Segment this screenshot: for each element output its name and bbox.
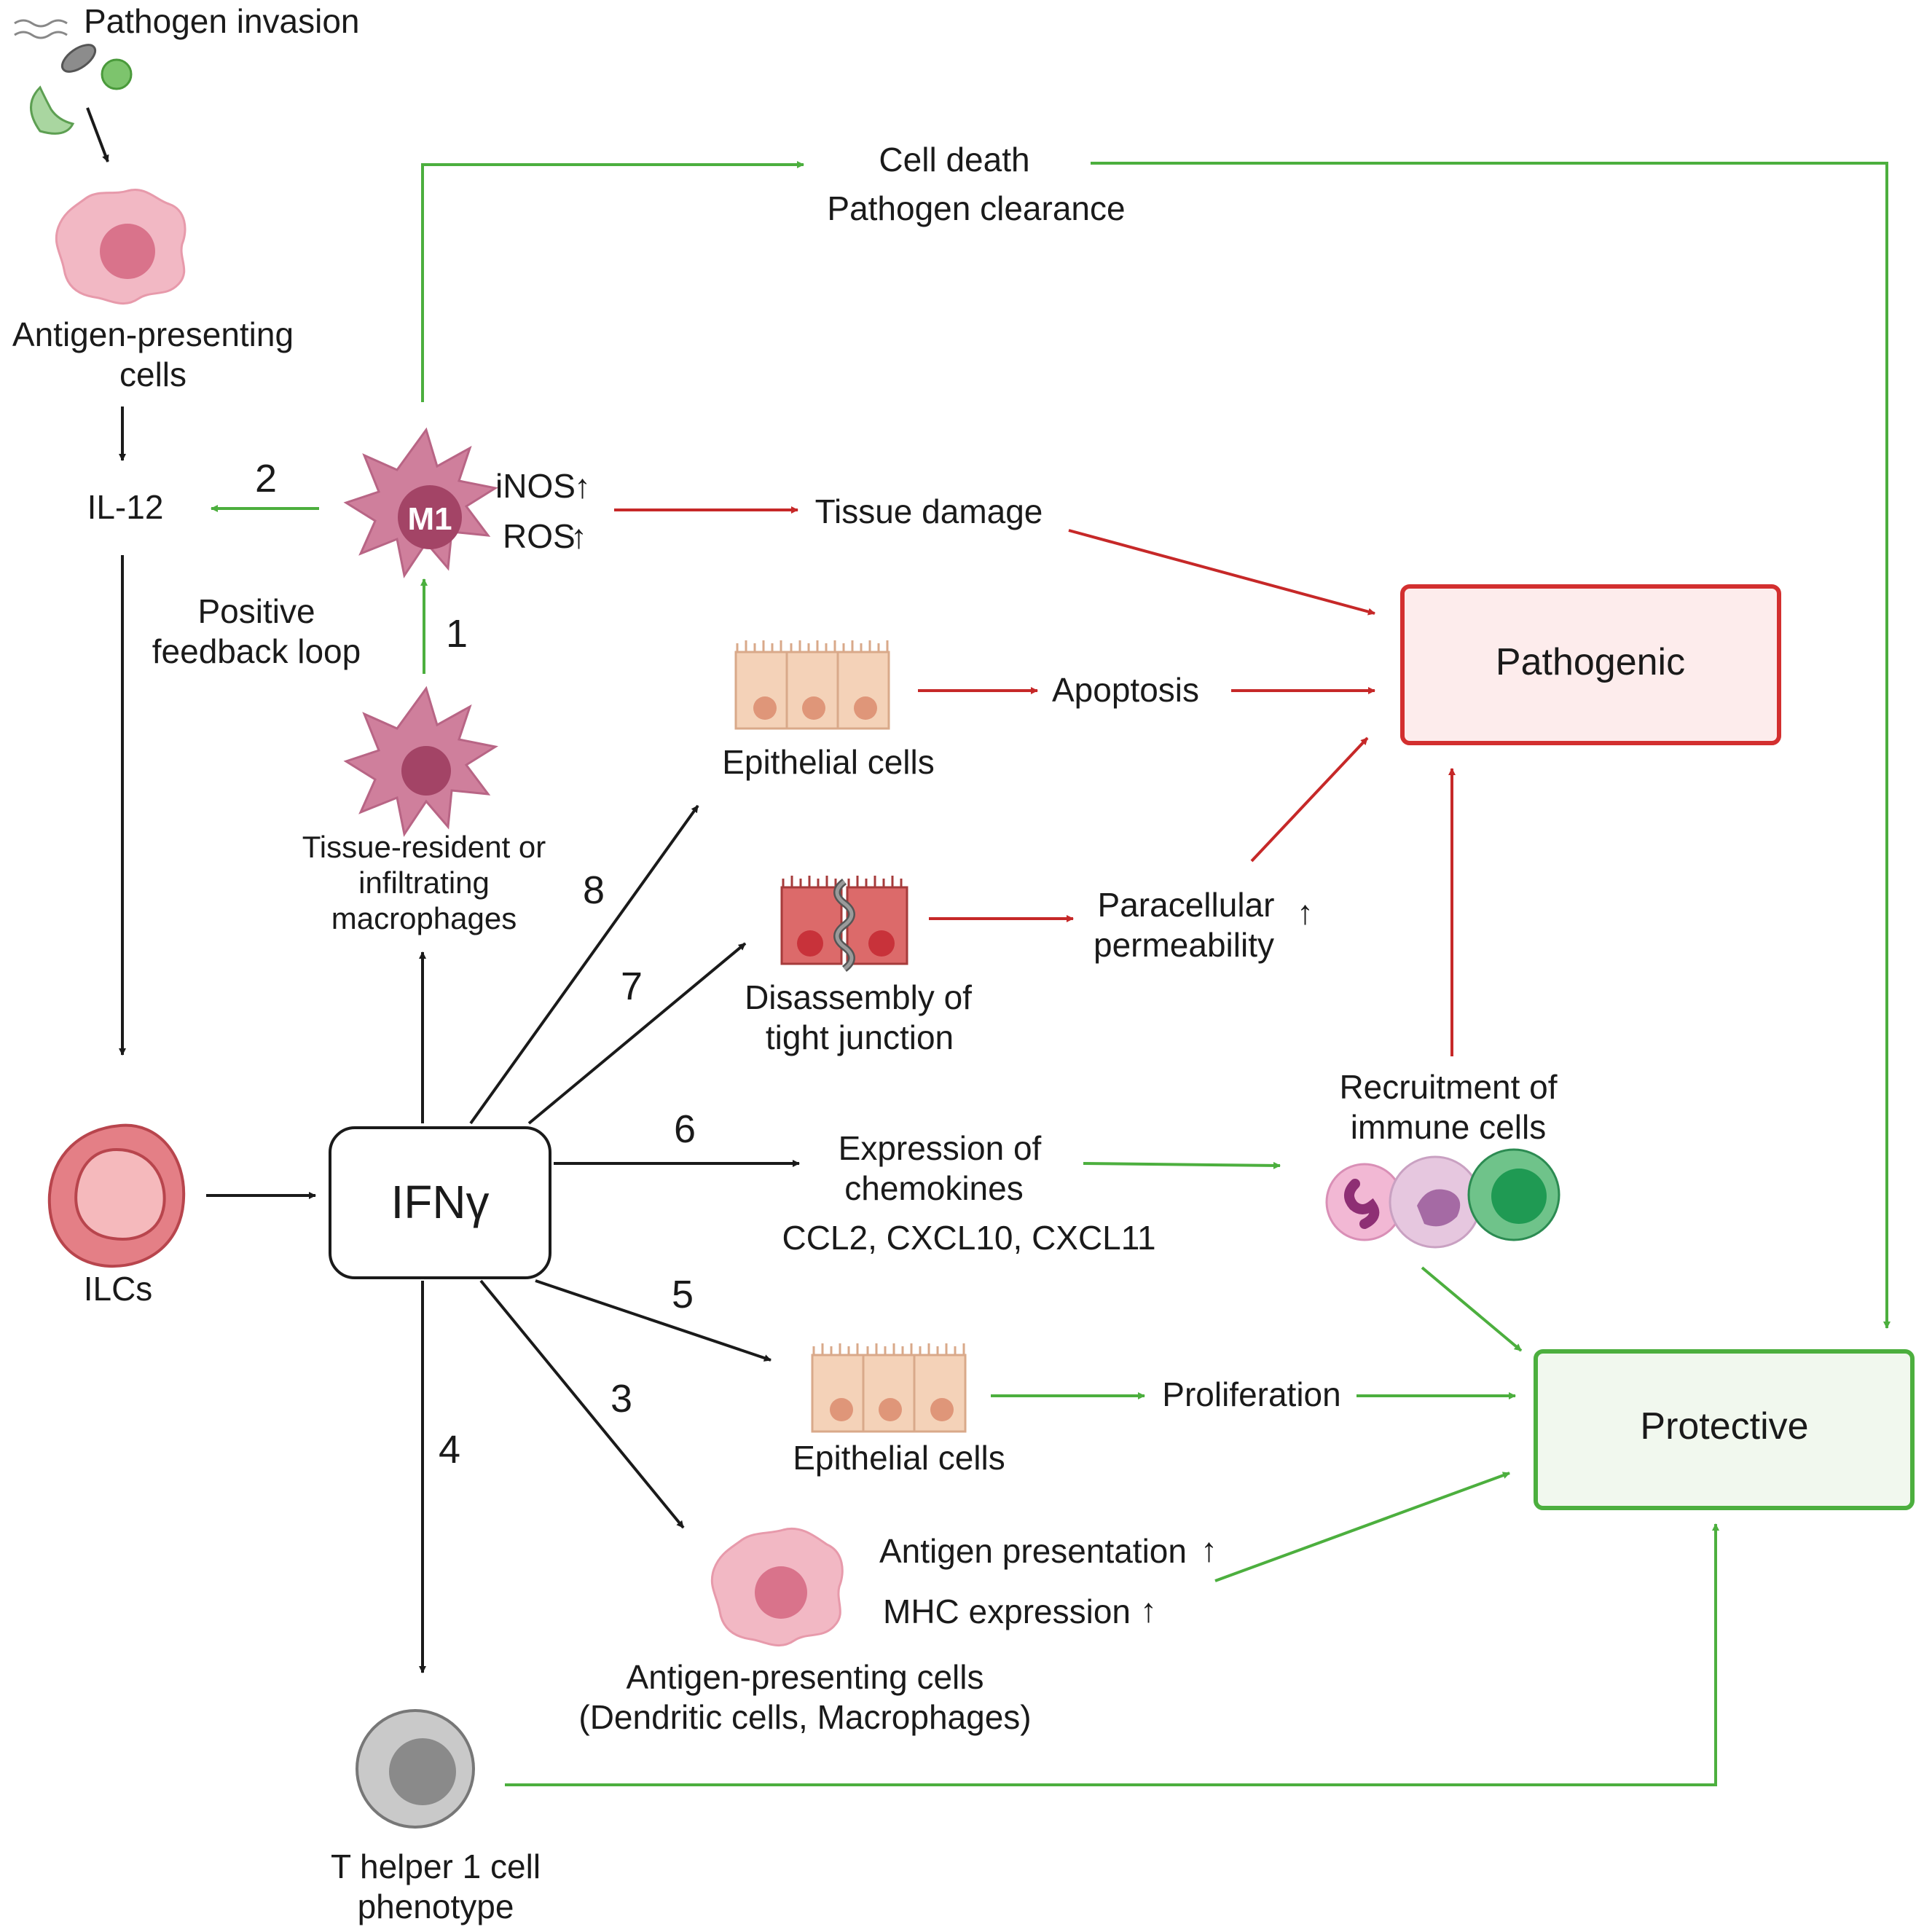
black-arrows — [86, 107, 800, 1673]
inos-up-arrow: ↑ — [574, 467, 591, 505]
ifng-box — [329, 1126, 551, 1279]
tissue-macrophage-label-line3: macrophages — [331, 901, 517, 935]
pathway-number-3: 3 — [610, 1377, 632, 1421]
paracellular-label-line1: Paracellular — [1098, 886, 1275, 924]
pathway-number-1: 1 — [446, 612, 468, 656]
tight-junction-label-line1: Disassembly of — [745, 978, 972, 1016]
proliferation-label: Proliferation — [1162, 1375, 1340, 1413]
apc-top-label-line2: cells — [119, 356, 187, 393]
arrow-paracellular-to-pathogenic — [1250, 737, 1369, 863]
pathway-number-4: 4 — [439, 1428, 460, 1472]
pathogen-icons — [14, 19, 133, 135]
green-arrows — [211, 161, 1891, 1786]
arrow-th1-to-protective — [505, 1523, 1719, 1786]
arrow-m1-to-cell-death — [421, 161, 804, 402]
protective-box — [1534, 1349, 1915, 1510]
bacteria-icon — [14, 19, 97, 73]
epithelial-bottom-icon — [811, 1343, 967, 1433]
paracellular-up-arrow: ↑ — [1297, 893, 1314, 931]
arrow-tissue-damage-to-pathogenic — [1068, 529, 1375, 616]
arrow-ifng-to-tight-junction — [527, 942, 747, 1125]
parasite-icon — [30, 85, 75, 135]
spore-icon — [101, 58, 133, 90]
arrow-apc-bottom-to-protective — [1214, 1472, 1510, 1582]
mhc-expression-label: MHC expression — [883, 1593, 1131, 1630]
arrow-ifng-to-apc-bottom — [479, 1279, 685, 1529]
arrow-ifng-to-epithelial-bottom — [535, 1279, 771, 1362]
pathway-number-2: 2 — [255, 457, 277, 500]
red-arrows — [614, 506, 1456, 1056]
ilcs-label: ILCs — [84, 1270, 153, 1308]
chemokines-label-line2: chemokines — [844, 1169, 1023, 1207]
chemokines-label-line1: Expression of — [839, 1129, 1042, 1167]
epithelial-top-icon — [734, 640, 890, 730]
arrow-cell-death-to-protective — [1091, 162, 1891, 1329]
recruitment-label-line2: immune cells — [1351, 1108, 1546, 1146]
arrow-chemokines-to-recruitment — [1083, 1161, 1281, 1169]
tissue-damage-label: Tissue damage — [815, 492, 1043, 530]
apc-top-cell-icon — [55, 189, 187, 305]
th1-label-line2: phenotype — [358, 1888, 514, 1925]
apc-bottom-cell-icon — [710, 1528, 844, 1647]
pathway-number-5: 5 — [672, 1273, 694, 1316]
tissue-macrophage-label-line2: infiltrating — [358, 865, 490, 900]
apc-bottom-label-line2: (Dendritic cells, Macrophages) — [578, 1698, 1031, 1736]
tight-junction-icon — [780, 876, 908, 972]
apc-bottom-label-line1: Antigen-presenting cells — [627, 1658, 984, 1696]
pathway-number-7: 7 — [621, 965, 643, 1008]
m1-macrophage-icon: M1 — [343, 427, 498, 578]
tight-junction-label-line2: tight junction — [766, 1018, 954, 1056]
pathogen-invasion-label: Pathogen invasion — [84, 2, 360, 40]
arrow-pathogen-to-apc — [86, 107, 109, 162]
antigen-presentation-label: Antigen presentation — [879, 1532, 1187, 1570]
antigen-presentation-up-arrow: ↑ — [1201, 1531, 1217, 1568]
ifng-label: IFNγ — [390, 1176, 489, 1228]
il12-label: IL-12 — [87, 488, 164, 526]
cell-death-label: Cell death — [879, 141, 1029, 178]
th1-label-line1: T helper 1 cell — [331, 1847, 541, 1885]
m1-label: M1 — [407, 501, 452, 537]
immune-cells-icon — [1325, 1148, 1560, 1249]
arrow-recruitment-to-protective — [1421, 1266, 1523, 1352]
apoptosis-label: Apoptosis — [1052, 671, 1199, 709]
mhc-expression-up-arrow: ↑ — [1140, 1591, 1157, 1629]
ros-label: ROS — [503, 517, 576, 555]
arrow-ifng-to-epithelial-top — [469, 804, 699, 1125]
tissue-macrophage-label-line1: Tissue-resident or — [302, 830, 546, 864]
pathway-number-8: 8 — [583, 868, 605, 912]
pathogenic-label: Pathogenic — [1496, 641, 1685, 683]
inos-label: iNOS — [495, 467, 576, 505]
ros-up-arrow: ↑ — [570, 517, 587, 555]
epithelial-bottom-label: Epithelial cells — [793, 1439, 1005, 1477]
chemokines-label-line3: CCL2, CXCL10, CXCL11 — [782, 1219, 1155, 1257]
tissue-macrophage-icon — [343, 686, 498, 837]
pathogen-clearance-label: Pathogen clearance — [827, 189, 1125, 227]
epithelial-top-label: Epithelial cells — [722, 743, 934, 781]
pathogenic-box — [1400, 584, 1781, 745]
th1-cell-icon — [356, 1709, 475, 1829]
recruitment-label-line1: Recruitment of — [1339, 1068, 1557, 1106]
ilc-cell-icon — [47, 1123, 186, 1268]
positive-feedback-label-line1: Positive — [197, 592, 315, 630]
apc-top-label-line1: Antigen-presenting — [12, 315, 294, 353]
protective-label: Protective — [1640, 1405, 1808, 1448]
paracellular-label-line2: permeability — [1094, 926, 1274, 964]
pathway-number-6: 6 — [674, 1107, 696, 1151]
positive-feedback-label-line2: feedback loop — [152, 632, 361, 670]
